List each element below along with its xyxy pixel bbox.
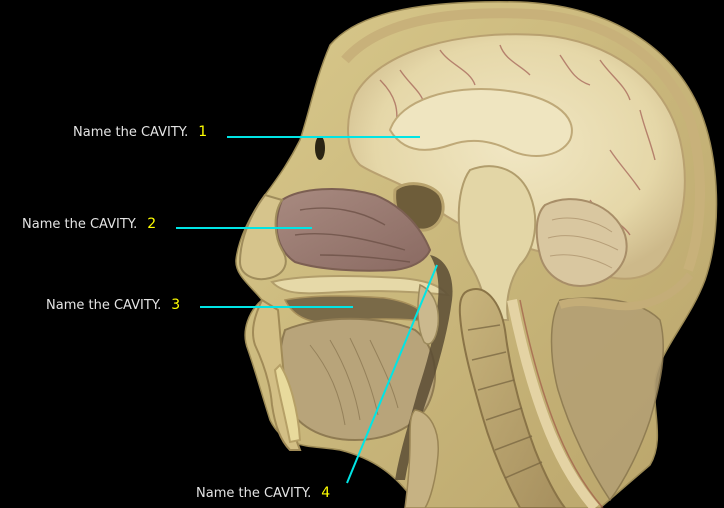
cervical-spine [458, 288, 567, 508]
nasal-cavity-mucosa [275, 187, 432, 272]
mandible [273, 363, 302, 444]
frontal-sinus [315, 136, 325, 160]
label-number: 3 [171, 297, 181, 313]
occipital-bone [558, 272, 694, 311]
label-cavity-2: Name the CAVITY. 2 [22, 216, 156, 233]
vertebral-bodies [467, 324, 543, 479]
spinal-cord [507, 299, 599, 508]
brain-vessel-marks [379, 44, 656, 236]
spinal-cord-edge [519, 299, 604, 508]
label-cavity-3: Name the CAVITY. 3 [46, 297, 180, 314]
label-number: 2 [147, 216, 157, 232]
label-cavity-4: Name the CAVITY. 4 [196, 485, 330, 502]
nose [238, 193, 287, 281]
label-number: 1 [198, 124, 208, 140]
label-cavity-1: Name the CAVITY. 1 [73, 124, 207, 141]
posterior-neck-muscles [550, 297, 665, 502]
label-text: Name the CAVITY. [46, 298, 162, 313]
label-number: 4 [321, 485, 331, 501]
corpus-callosum [388, 88, 573, 157]
label-text: Name the CAVITY. [196, 486, 312, 501]
brainstem [457, 165, 537, 321]
label-text: Name the CAVITY. [73, 125, 189, 140]
label-text: Name the CAVITY. [22, 217, 138, 232]
nasal-conchae [294, 207, 411, 263]
cerebellum-folia [547, 217, 619, 269]
skull-vault [341, 8, 705, 272]
